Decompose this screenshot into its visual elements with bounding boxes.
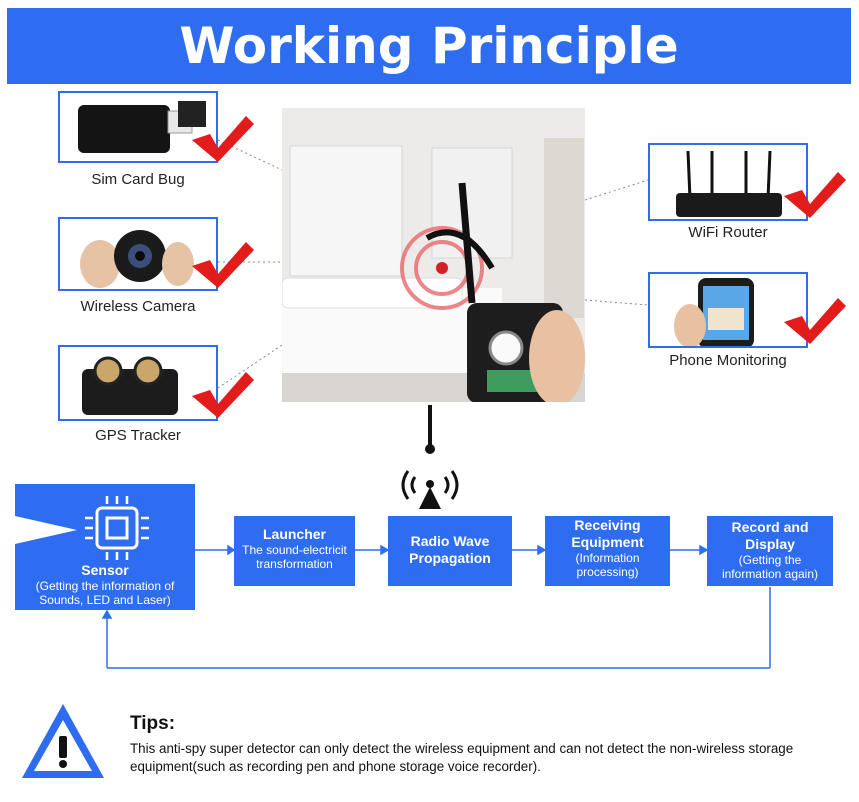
wifi-router-label: WiFi Router [688, 224, 768, 241]
phone-monitoring-image [648, 272, 808, 348]
warning-icon [22, 704, 104, 778]
launcher-desc: The sound-electricit transformation [242, 543, 347, 571]
sim-card-bug-image [58, 91, 218, 163]
checkmark-icon [192, 372, 254, 418]
launcher-title: Launcher [262, 526, 326, 542]
radio-wave-box: Radio Wave Propagation [388, 516, 512, 586]
sensor-box: Sensor (Getting the information of Sound… [15, 484, 195, 610]
checkmark-icon [784, 298, 846, 344]
tips-title: Tips: [130, 713, 176, 734]
wifi-router-image [648, 143, 808, 221]
page-title: Working Principle [179, 17, 679, 75]
sim-card-bug-label: Sim Card Bug [91, 171, 185, 188]
receiving-title: Receiving Equipment [571, 517, 644, 550]
gps-tracker-label: GPS Tracker [95, 427, 181, 444]
phone-monitoring-label: Phone Monitoring [669, 352, 787, 369]
record-display-box: Record and Display (Getting the informat… [707, 516, 833, 586]
receiving-desc: (Information processing) [575, 551, 640, 579]
wireless-camera-label: Wireless Camera [80, 298, 196, 315]
detector-room-image [282, 108, 585, 402]
chip-sensor-icon [15, 496, 149, 560]
gps-tracker-image [58, 345, 218, 421]
wireless-camera-image [58, 217, 218, 291]
antenna-signal-icon [401, 405, 459, 509]
record-display-desc: (Getting the information again) [721, 553, 819, 581]
sensor-title: Sensor [81, 562, 129, 578]
checkmark-icon [192, 242, 254, 288]
receiving-box: Receiving Equipment (Information process… [545, 516, 670, 586]
checkmark-icon [192, 116, 254, 162]
title-banner: Working Principle [7, 8, 851, 84]
sensor-desc: (Getting the information of Sounds, LED … [35, 579, 175, 607]
checkmark-icon [784, 172, 846, 218]
record-display-title: Record and Display [731, 519, 809, 552]
radio-wave-title: Radio Wave Propagation [409, 533, 491, 566]
tips-body: This anti-spy super detector can only de… [130, 741, 794, 774]
launcher-box: Launcher The sound-electricit transforma… [234, 516, 355, 586]
